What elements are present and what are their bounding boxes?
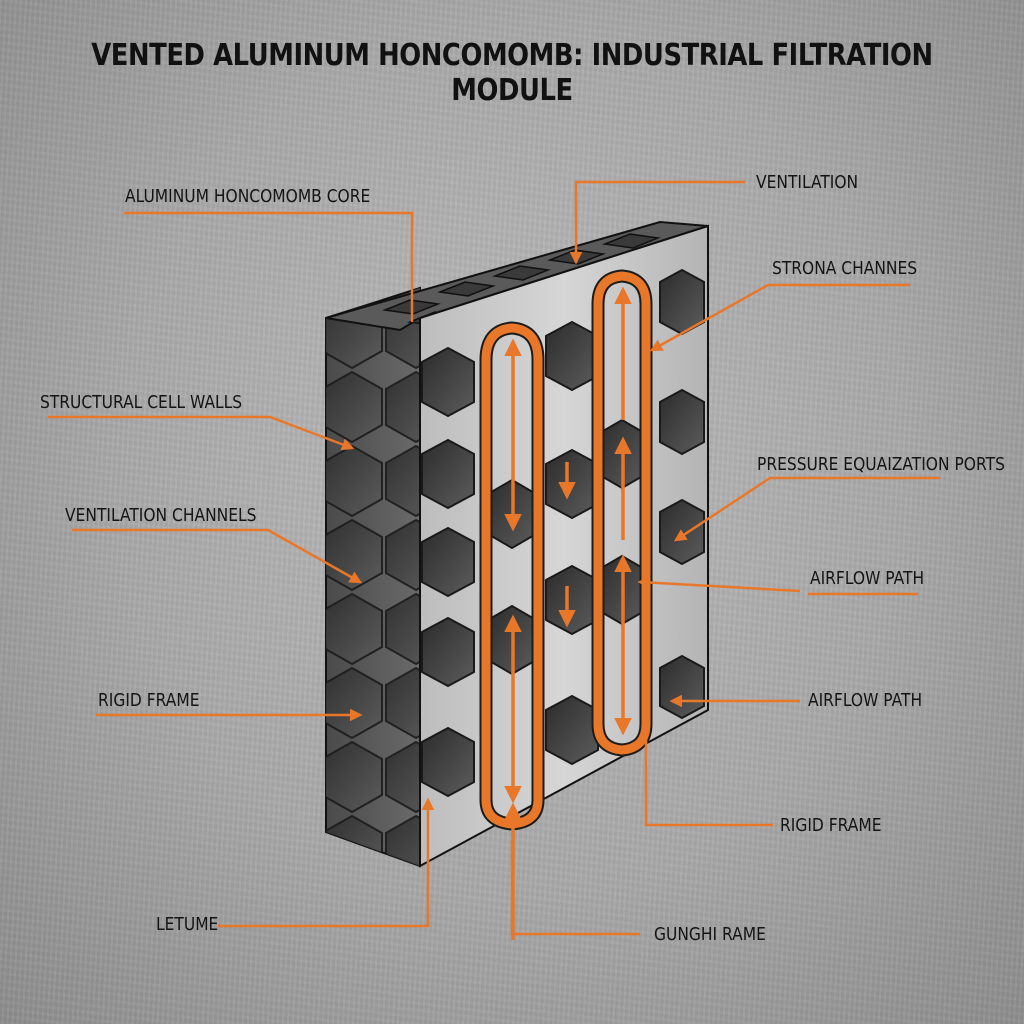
label-pressure-equalization-ports: PRESSURE EQUAIZATION PORTS — [757, 454, 1005, 475]
diagram-title: VENTED ALUMINUM HONCOMOMB: INDUSTRIAL FI… — [91, 38, 933, 108]
honeycomb-front-face — [419, 224, 709, 868]
label-letume: LETUME — [156, 914, 219, 935]
honeycomb-side-face — [325, 286, 421, 868]
label-ventilation-channels: VENTILATION CHANNELS — [65, 505, 257, 526]
label-airflow-path-1: AIRFLOW PATH — [810, 568, 925, 589]
label-strona-channes: STRONA CHANNES — [772, 258, 918, 279]
label-ventilation: VENTILATION — [756, 172, 859, 193]
label-gunghi-rame: GUNGHI RAME — [654, 924, 766, 945]
label-rigid-frame-right: RIGID FRAME — [780, 815, 882, 836]
arrow-icon — [504, 338, 632, 804]
label-aluminum-honeycomb-core: ALUMINUM HONCOMOMB CORE — [125, 186, 371, 207]
label-structural-cell-walls: STRUCTURAL CELL WALLS — [40, 392, 243, 413]
label-airflow-path-2: AIRFLOW PATH — [808, 690, 923, 711]
label-rigid-frame-left: RIGID FRAME — [98, 690, 200, 711]
callout-leaders — [48, 180, 940, 936]
